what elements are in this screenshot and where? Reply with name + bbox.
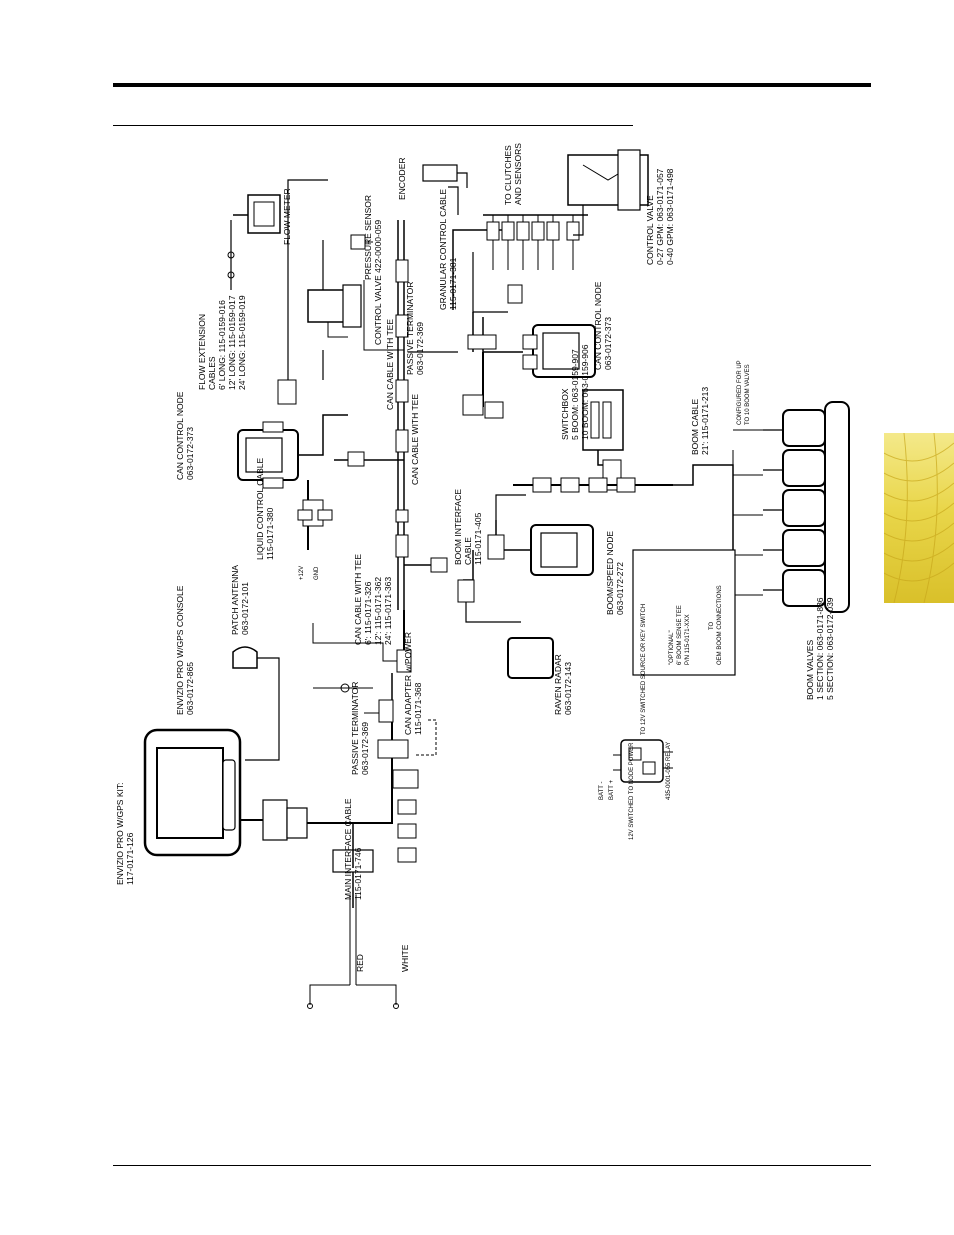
- relay-switched: 12V SWITCHED TO NODE POWER: [629, 742, 635, 840]
- control-valve-2-line1: CONTROL VALVE: [645, 195, 655, 265]
- can-control-node-2-line1: CAN CONTROL NODE: [593, 281, 603, 370]
- main-interface-line1: MAIN INTERFACE CABLE: [343, 798, 353, 900]
- flow-extension-line4: 12' LONG: 115-0159-017: [227, 295, 237, 390]
- patch-antenna-line2: 063-0172-101: [240, 582, 250, 635]
- relay-batt-plus: BATT +: [609, 780, 615, 800]
- clutches-line1: TO CLUTCHES: [503, 145, 513, 205]
- footer-rule: [113, 1165, 871, 1166]
- control-valve-2-drawing: [567, 149, 649, 236]
- boom-valves-line2: 1 SECTION: 063-0171-836: [815, 597, 825, 700]
- raven-radar-line2: 063-0172-143: [563, 662, 573, 715]
- boom-cable-line1: BOOM CABLE: [690, 398, 700, 455]
- passive-terminator-1-line2: 063-0172-369: [360, 722, 370, 775]
- boom-valves-line1: BOOM VALVES: [805, 640, 815, 700]
- wiring-diagram: ENVIZIO PRO W/GPS KIT: 117-0171-126 ENVI…: [113, 140, 884, 1010]
- boom-cable-line2: 21': 115-0171-213: [700, 387, 710, 455]
- boom-speed-node-line2: 063-0172-272: [615, 562, 625, 615]
- can-cable-tee-1-line2: 6': 115-0171-326: [363, 581, 373, 645]
- switchbox-line1: SWITCHBOX: [560, 388, 570, 440]
- relay-ignition: TO 12V SWITCHED SOURCE OR KEY SWITCH: [641, 604, 647, 735]
- patch-antenna-line1: PATCH ANTENNA: [230, 565, 240, 635]
- control-valve-2-line3: 0-40 GPM: 063-0171-498: [665, 168, 675, 265]
- optional-line2: 6' BOOM SENSE TEE: [677, 605, 683, 665]
- can-adapter-line1: CAN ADAPTER w/POWER: [403, 632, 413, 735]
- boom-speed-node-line1: BOOM/SPEED NODE: [605, 531, 615, 615]
- boom-interface-line3: 115-0171-405: [473, 512, 483, 565]
- liquid-control-line1: LIQUID CONTROL CABLE: [255, 457, 265, 560]
- kit-label-line1: ENVIZIO PRO W/GPS KIT:: [115, 783, 125, 886]
- clutches-line2: AND SENSORS: [513, 143, 523, 205]
- pin-label-gnd: GND: [314, 566, 320, 580]
- boom-cable-line3: CONFIGURED FOR UP: [737, 360, 743, 425]
- can-control-node-2-line2: 063-0172-373: [603, 317, 613, 370]
- optional-line5: OEM BOOM CONNECTIONS: [717, 585, 723, 665]
- relay-batt-minus: BATT -: [599, 782, 605, 800]
- switchbox-line3: 10 BOOM: 063-0159-906: [580, 344, 590, 440]
- flow-meter-label: FLOW METER: [282, 188, 292, 245]
- boom-valves-line3: 5 SECTION: 063-0172-039: [825, 597, 835, 700]
- header-rule: [113, 83, 871, 87]
- optional-line3: P/N 115-0171-XXX: [685, 614, 691, 665]
- can-trunk-cable: [334, 220, 448, 610]
- can-adapter-line2: 115-0171-368: [413, 682, 423, 735]
- flow-meter-drawing: [227, 194, 373, 380]
- boom-speed-node: [457, 494, 594, 679]
- can-control-node-1: [237, 179, 348, 550]
- main-interface-cable-drawing: [240, 712, 437, 1009]
- granular-harness: [422, 164, 588, 310]
- control-valve-1-label: CONTROL VALVE 422-0000-059: [373, 220, 383, 345]
- liquid-control-line2: 115-0171-380: [265, 507, 275, 560]
- console-label-line1: ENVIZIO PRO W/GPS CONSOLE: [175, 585, 185, 715]
- flow-extension-line1: FLOW EXTENSION: [197, 314, 207, 390]
- labels: ENVIZIO PRO W/GPS KIT: 117-0171-126 ENVI…: [115, 143, 835, 972]
- flow-extension-line2: CABLES: [207, 356, 217, 390]
- pressure-sensor-label: PRESSURE SENSOR: [363, 195, 373, 280]
- optional-box: [632, 549, 736, 676]
- can-cable-tee-1-line4: 24': 115-0171-363: [383, 577, 393, 645]
- raven-radar-line1: RAVEN RADAR: [553, 654, 563, 715]
- console-label-line2: 063-0172-865: [185, 662, 195, 715]
- passive-terminator-2-line1: PASSIVE TERMINATOR: [405, 282, 415, 375]
- boom-interface-line2: CABLE: [463, 537, 473, 565]
- can-control-node-1-line2: 063-0172-373: [185, 427, 195, 480]
- passive-terminator-1-line1: PASSIVE TERMINATOR: [350, 682, 360, 775]
- boom-valves-icon: [763, 401, 850, 613]
- can-control-node-2: [408, 252, 596, 419]
- control-valve-2-line2: 0-27 GPM: 063-0171-057: [655, 168, 665, 265]
- can-adapter-drawing: [312, 610, 412, 723]
- white-wire-label: WHITE: [400, 944, 410, 972]
- relay-part: 435-0001-055 RELAY: [666, 742, 672, 800]
- main-interface-line2: 115-0171-746: [353, 847, 363, 900]
- boom-interface-line1: BOOM INTERFACE: [453, 489, 463, 565]
- can-control-node-1-line1: CAN CONTROL NODE: [175, 391, 185, 480]
- encoder-label: ENCODER: [397, 157, 407, 200]
- flow-extension-line3: 6' LONG: 115-0159-016: [217, 300, 227, 390]
- optional-line1: "OPTIONAL": [669, 630, 675, 665]
- pin-label-12v: +12V: [299, 566, 305, 580]
- relay-drawing: [613, 739, 673, 783]
- optional-line4: TO: [709, 621, 715, 630]
- kit-label-line2: 117-0171-126: [125, 832, 135, 885]
- granular-control-line2: 115-0171-381: [448, 257, 458, 310]
- can-cable-tee-1-line1: CAN CABLE WITH TEE: [353, 554, 363, 645]
- console-unit: [143, 728, 242, 857]
- switchbox-line2: 5 BOOM: 063-0159-907: [570, 349, 580, 440]
- can-cable-tee-3: CAN CABLE WITH TEE: [385, 319, 395, 410]
- patch-antenna-icon: [232, 646, 280, 761]
- red-wire-label: RED: [355, 954, 365, 972]
- can-cable-tee-1-line3: 12': 115-0171-362: [373, 577, 383, 645]
- passive-terminator-2-line2: 063-0172-369: [415, 322, 425, 375]
- flow-extension-line5: 24' LONG: 115-0159-019: [237, 295, 247, 390]
- boom-cable-line4: TO 10 BOOM VALVES: [745, 364, 751, 425]
- section-thumb-tab: [884, 433, 954, 603]
- granular-control-line1: GRANULAR CONTROL CABLE: [438, 189, 448, 310]
- boom-cable-drawing: [513, 429, 763, 596]
- section-title-underline: [113, 125, 633, 126]
- can-cable-tee-2: CAN CABLE WITH TEE: [410, 394, 420, 485]
